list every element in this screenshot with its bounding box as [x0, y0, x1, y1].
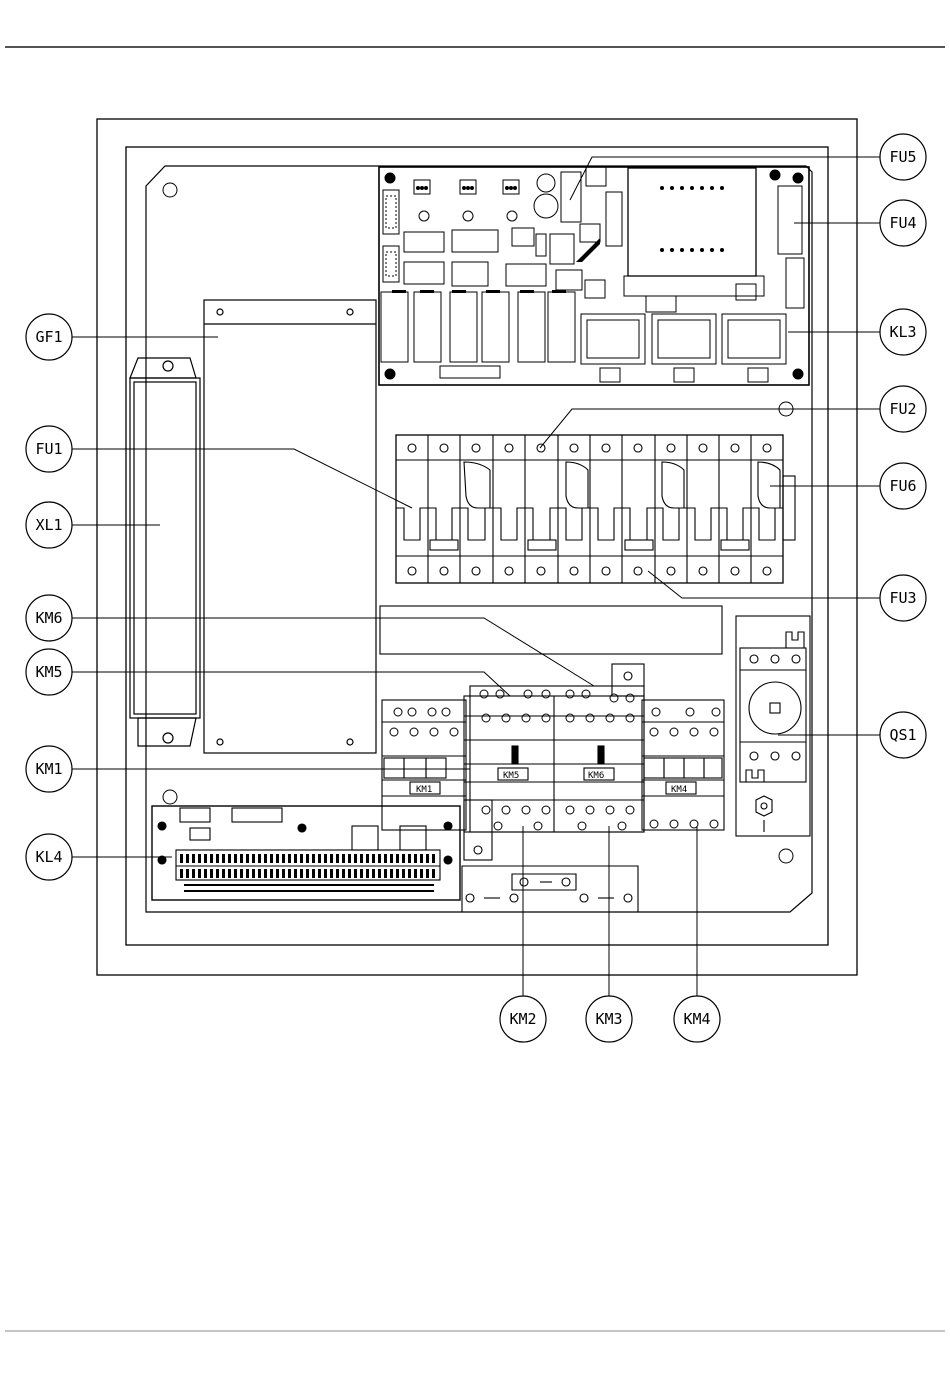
callout-xl1-label: XL1 — [35, 516, 62, 534]
control-pcb — [379, 166, 809, 385]
leader-fu5 — [570, 157, 880, 200]
callout-fu5-label: FU5 — [889, 148, 916, 166]
callout-fu3-label: FU3 — [889, 589, 916, 607]
plate-hole — [163, 790, 177, 804]
callout-xl1: XL1 — [26, 502, 72, 548]
leader-fu2 — [540, 409, 880, 448]
callout-km6: KM6 — [26, 595, 72, 641]
qs1-switch — [736, 616, 810, 836]
callout-km1: KM1 — [26, 746, 72, 792]
callout-fu2: FU2 — [880, 386, 926, 432]
leader-fu3 — [648, 571, 880, 598]
callout-fu2-label: FU2 — [889, 400, 916, 418]
xl1-rail — [130, 358, 200, 746]
callout-km6-label: KM6 — [35, 609, 62, 627]
callout-gf1-label: GF1 — [35, 328, 62, 346]
callout-km4-label: KM4 — [683, 1010, 710, 1028]
plate-hole — [163, 183, 177, 197]
contactor-row — [382, 664, 724, 860]
callout-km5: KM5 — [26, 649, 72, 695]
pcb-component-dots — [392, 186, 724, 293]
plate-hole — [779, 849, 793, 863]
callout-qs1: QS1 — [880, 712, 926, 758]
callout-fu4: FU4 — [880, 200, 926, 246]
leader-fu1 — [72, 449, 412, 508]
callout-kl4-label: KL4 — [35, 848, 62, 866]
contactor-nameplates: KM1 KM5 KM6 KM4 — [416, 771, 687, 795]
fuse-block — [396, 435, 795, 583]
callout-fu1-label: FU1 — [35, 440, 62, 458]
km5-nameplate: KM5 — [503, 771, 519, 781]
kl4-terminal-pins — [180, 854, 435, 892]
callout-km2-label: KM2 — [509, 1010, 536, 1028]
callout-fu5: FU5 — [880, 134, 926, 180]
callout-km4: KM4 — [674, 996, 720, 1042]
callout-fu4-label: FU4 — [889, 214, 916, 232]
callout-kl4: KL4 — [26, 834, 72, 880]
callout-kl3: KL3 — [880, 309, 926, 355]
leader-km6 — [72, 618, 594, 686]
callout-fu6-label: FU6 — [889, 477, 916, 495]
callout-fu6: FU6 — [880, 463, 926, 509]
km6-nameplate: KM6 — [588, 771, 604, 781]
cable-duct — [380, 606, 722, 654]
callout-gf1: GF1 — [26, 314, 72, 360]
bottom-brackets — [462, 866, 638, 912]
callout-fu3: FU3 — [880, 575, 926, 621]
callout-kl3-label: KL3 — [889, 323, 916, 341]
leader-km5 — [72, 672, 510, 696]
callout-km3: KM3 — [586, 996, 632, 1042]
callout-fu1: FU1 — [26, 426, 72, 472]
gf1-panel — [204, 300, 376, 753]
callout-km2: KM2 — [500, 996, 546, 1042]
km4-nameplate: KM4 — [671, 785, 687, 795]
callout-km1-label: KM1 — [35, 760, 62, 778]
callout-qs1-label: QS1 — [889, 726, 916, 744]
km1-nameplate: KM1 — [416, 785, 432, 795]
callout-km5-label: KM5 — [35, 663, 62, 681]
contactor-terminals — [390, 690, 720, 830]
callout-km3-label: KM3 — [595, 1010, 622, 1028]
